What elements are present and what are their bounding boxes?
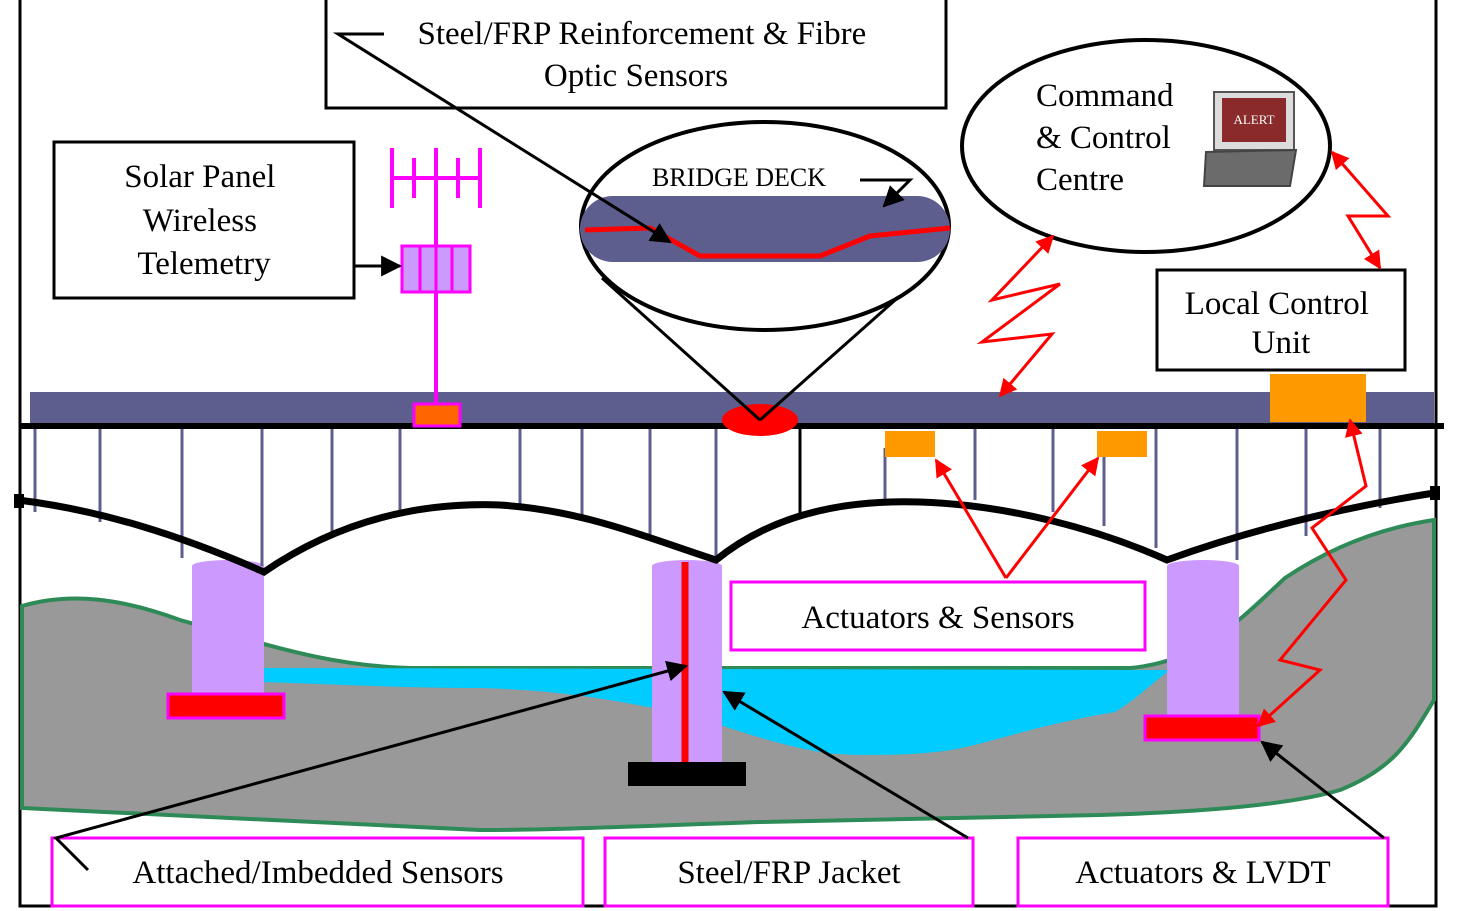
attached-sensors-label-box [50,836,585,908]
steel-frp-jacket-label-box [603,836,975,908]
magnifier-cone-left [600,276,762,422]
pier-center-footing [628,762,746,786]
actuators-lvdt-label: Actuators & LVDT [1075,855,1330,891]
actuators-sensors-label: Actuators & Sensors [801,600,1074,636]
pier-right-footing [1143,714,1261,742]
bridge-deck-label: BRIDGE DECK [652,163,826,192]
local-control-unit-box [1270,374,1366,422]
solar-panel-icon [400,244,472,294]
actuators-lvdt-label-box [1016,836,1390,908]
bridge-deck-arrow [860,178,914,208]
solar-panel-label: Solar Panel Wireless Telemetry [124,159,283,282]
bridge-arches [17,489,1435,576]
solar-panel-label-box [52,140,356,300]
steel-frp-jacket-label: Steel/FRP Jacket [677,855,900,891]
actuators-sensors-label-box [729,580,1147,652]
actuator-arrow-left [934,458,1008,579]
actuator-left [885,431,935,457]
reinforcement-label: Steel/FRP Reinforcement & Fibre Optic Se… [417,16,874,94]
pier-right [1143,560,1261,742]
actuators-lvdt-arrow [1260,740,1385,840]
wireless-link-lcu-to-pier [1256,418,1368,728]
arch-end-left [14,494,24,508]
attached-sensors-label: Attached/Imbedded Sensors [132,855,503,891]
local-control-unit-label-box [1155,268,1407,372]
command-control-label: Command & Control Centre [1036,78,1182,198]
actuator-arrow-right [1004,456,1100,579]
wireless-link-deck-to-ccc [976,234,1061,398]
magnified-deck [580,196,950,262]
laptop-screen-text: ALERT [1233,112,1274,127]
attached-sensors-arrow [53,660,689,872]
reinforcement-arrow [332,32,672,244]
magnified-reinforcement-line [584,225,951,259]
actuator-right [1097,431,1147,457]
pier-left [166,560,286,720]
local-control-unit-label: Local Control Unit [1185,286,1377,361]
steel-frp-jacket-arrow [722,690,969,840]
pier-left-footing [166,692,286,720]
arch-end-right [1430,486,1440,500]
laptop-icon: ALERT [1202,91,1298,187]
telemetry-deck-sensor [412,402,462,428]
wireless-link-ccc-to-lcu [1330,150,1392,270]
